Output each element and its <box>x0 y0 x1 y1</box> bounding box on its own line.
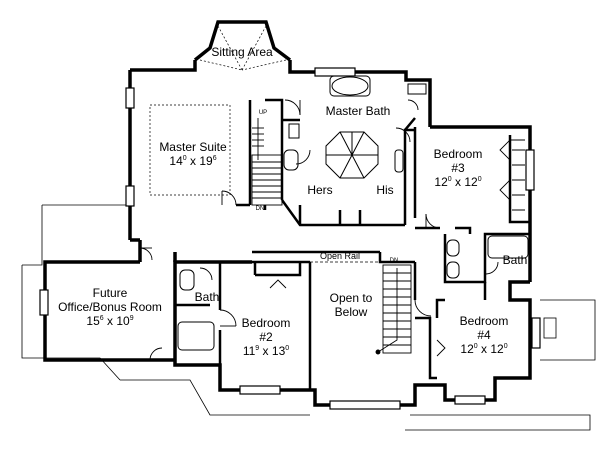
bath-left-label: Bath <box>190 290 224 304</box>
stair-up-label: UP <box>258 110 268 116</box>
bedroom3-dimensions: 120 x 120 <box>434 175 482 189</box>
windows <box>39 67 541 410</box>
future-office-line1: Future <box>92 286 128 300</box>
bedroom3-name: Bedroom <box>433 147 483 161</box>
stair-dn-left-label: DN <box>255 206 265 212</box>
door-swings <box>139 99 511 361</box>
sitting-area-label: Sitting Area <box>200 45 284 59</box>
roof-outline-lines <box>21 204 596 431</box>
bath-right-name: Bath <box>502 253 528 267</box>
bedroom2-label: Bedroom #2 119 x 130 <box>226 316 306 358</box>
bedroom3-label: Bedroom #3 120 x 120 <box>418 147 498 189</box>
his-name: His <box>376 183 394 197</box>
interior-walls <box>175 98 530 390</box>
stair-master <box>251 118 283 206</box>
sitting-area-ceiling <box>149 25 287 196</box>
future-office-line2: Office/Bonus Room <box>58 300 162 314</box>
his-label: His <box>370 183 400 197</box>
master-bath-label: Master Bath <box>318 104 398 118</box>
master-suite-label: Master Suite 140 x 196 <box>148 140 238 168</box>
stair-dn-center-label: DN <box>389 258 399 264</box>
bath-right-label: Bath <box>498 253 532 267</box>
bedroom2-number: #2 <box>259 330 273 344</box>
bedroom4-name: Bedroom <box>459 314 509 328</box>
hers-name: Hers <box>307 183 333 197</box>
bedroom2-dimensions: 119 x 130 <box>242 344 290 358</box>
bedroom4-number: #4 <box>477 328 491 342</box>
open-below-line1: Open to <box>329 291 373 305</box>
future-office-dimensions: 156 x 109 <box>86 314 134 328</box>
future-office-label: Future Office/Bonus Room 156 x 109 <box>45 286 175 328</box>
sitting-area-name: Sitting Area <box>211 45 273 59</box>
stair-center <box>375 264 412 355</box>
exterior-walls <box>43 20 532 407</box>
bedroom4-label: Bedroom #4 120 x 120 <box>444 314 524 356</box>
master-suite-dimensions: 140 x 196 <box>169 154 217 168</box>
master-bath-name: Master Bath <box>325 104 391 118</box>
master-suite-name: Master Suite <box>159 140 227 154</box>
bedroom3-number: #3 <box>451 161 465 175</box>
open-below-label: Open to Below <box>318 291 384 319</box>
open-below-line2: Below <box>334 305 368 319</box>
bedroom2-name: Bedroom <box>241 316 291 330</box>
bath-left-name: Bath <box>194 290 220 304</box>
bedroom4-dimensions: 120 x 120 <box>460 342 508 356</box>
open-rail-label: Open Rail <box>305 251 375 261</box>
hers-label: Hers <box>300 183 340 197</box>
bath-fixtures <box>177 75 529 351</box>
open-rail-name: Open Rail <box>319 251 361 261</box>
